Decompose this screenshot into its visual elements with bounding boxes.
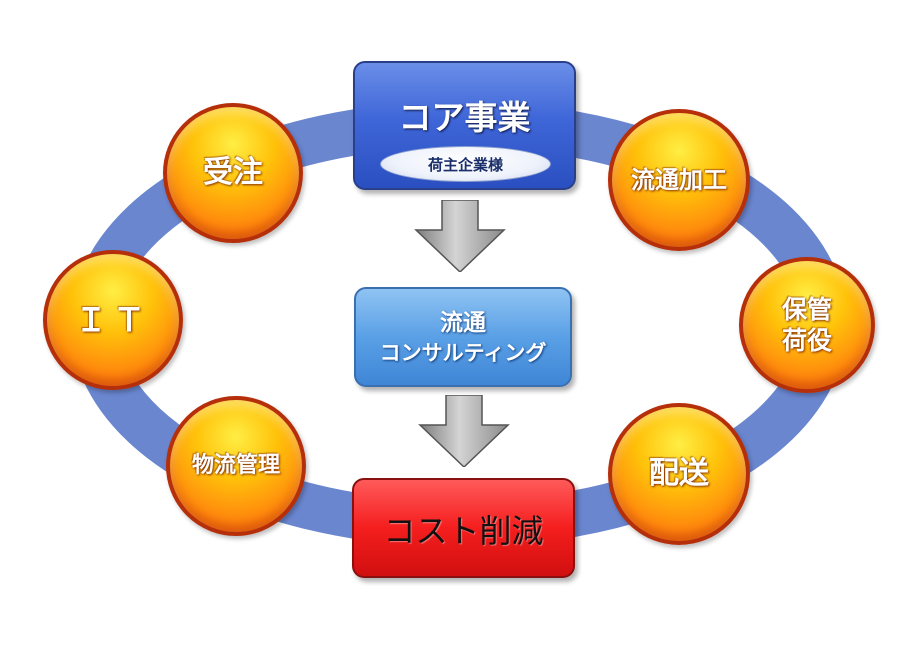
shipper-company-label: 荷主企業様 bbox=[380, 146, 551, 182]
node-label: 受注 bbox=[203, 155, 263, 191]
node-label-line1: 保管 bbox=[781, 294, 832, 324]
node-it: ＩＴ bbox=[43, 250, 183, 390]
node-delivery: 配送 bbox=[608, 403, 750, 545]
node-label: 物流管理 bbox=[191, 453, 280, 479]
node-label: ＩＴ bbox=[74, 301, 151, 339]
node-label-line2: 荷役 bbox=[781, 326, 832, 355]
node-label: 配送 bbox=[649, 456, 709, 492]
consulting-line2: コンサルティング bbox=[379, 341, 547, 365]
core-business-title: コア事業 bbox=[398, 98, 531, 137]
node-order-receipt: 受注 bbox=[163, 103, 303, 243]
node-label: 流通加工 bbox=[631, 166, 727, 194]
node-storage-handling: 保管 荷役 bbox=[739, 257, 875, 393]
down-arrow-icon bbox=[418, 395, 510, 467]
node-distribution-processing: 流通加工 bbox=[608, 109, 750, 251]
node-logistics-management: 物流管理 bbox=[166, 396, 306, 536]
core-business-box: コア事業 荷主企業様 bbox=[353, 61, 576, 190]
consulting-line1: 流通 bbox=[440, 310, 486, 336]
cost-reduction-title: コスト削減 bbox=[383, 512, 544, 550]
consulting-box: 流通 コンサルティング bbox=[354, 287, 572, 387]
cost-reduction-box: コスト削減 bbox=[352, 478, 575, 578]
down-arrow-icon bbox=[414, 200, 506, 272]
